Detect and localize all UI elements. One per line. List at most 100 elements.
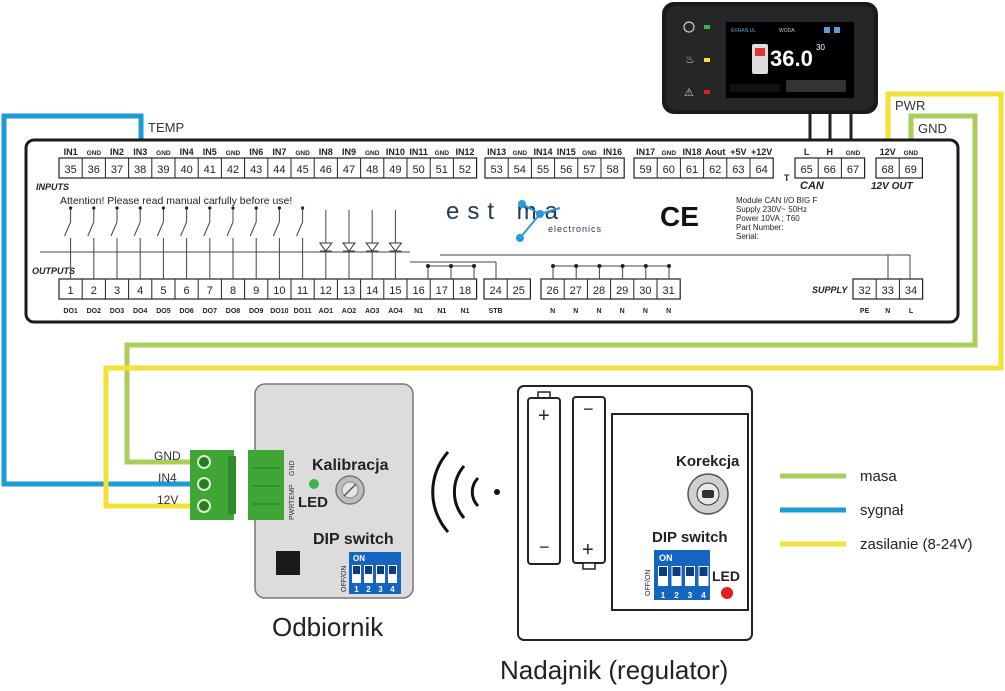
terminal-number[interactable]: 17 [436, 285, 448, 297]
terminal-number[interactable]: 57 [583, 164, 595, 176]
terminal-number[interactable]: 6 [184, 285, 190, 297]
terminal-name: IN13 [487, 147, 506, 157]
terminal-number[interactable]: 10 [273, 285, 285, 297]
terminal-number[interactable]: 30 [639, 285, 651, 297]
terminal-number[interactable]: 31 [662, 285, 674, 297]
receiver-input-terminal[interactable] [190, 450, 234, 520]
terminal-number[interactable]: 16 [412, 285, 424, 297]
terminal-number[interactable]: 2 [91, 285, 97, 297]
terminal-number[interactable]: 62 [709, 164, 721, 176]
terminal-number[interactable]: 5 [160, 285, 166, 297]
terminal-number[interactable]: 66 [824, 164, 836, 176]
terminal-number[interactable]: 25 [513, 285, 525, 297]
receiver-connector[interactable] [248, 450, 284, 520]
terminal-number[interactable]: 38 [134, 164, 146, 176]
terminal-number[interactable]: 49 [389, 164, 401, 176]
terminal-name: IN2 [110, 147, 124, 157]
terminal-number[interactable]: 1 [68, 285, 74, 297]
terminal-number[interactable]: 46 [320, 164, 332, 176]
terminal-name: N1 [461, 308, 470, 315]
terminal-name: N1 [414, 308, 423, 315]
ce-mark: CE [660, 201, 699, 232]
terminal-number[interactable]: 18 [459, 285, 471, 297]
receiver-led-label: LED [298, 494, 328, 511]
terminal-number[interactable]: 26 [546, 285, 558, 297]
terminal-number[interactable]: 8 [230, 285, 236, 297]
terminal-number[interactable]: 55 [537, 164, 549, 176]
terminal-number[interactable]: 36 [88, 164, 100, 176]
terminal-number[interactable]: 53 [490, 164, 502, 176]
terminal-number[interactable]: 37 [111, 164, 123, 176]
battery-1-minus: − [539, 537, 550, 557]
terminal-name: IN3 [133, 147, 147, 157]
terminal-number[interactable]: 9 [253, 285, 259, 297]
terminal-number[interactable]: 15 [389, 285, 401, 297]
terminal-number[interactable]: 7 [207, 285, 213, 297]
terminal-number[interactable]: 4 [137, 285, 143, 297]
control-panel-display: ♨ ⚠ EKRAN UL WODA 36.0 30 [662, 2, 878, 140]
terminal-number[interactable]: 63 [732, 164, 744, 176]
terminal-number[interactable]: 29 [616, 285, 628, 297]
terminal-name: AO2 [342, 308, 357, 315]
dip-key-number: 1 [354, 585, 359, 594]
terminal-number[interactable]: 60 [663, 164, 675, 176]
terminal-name: N1 [437, 308, 446, 315]
terminal-number[interactable]: 27 [570, 285, 582, 297]
terminal-number[interactable]: 3 [114, 285, 120, 297]
terminal-number[interactable]: 33 [882, 285, 894, 297]
terminal-label-12v: 12V [157, 493, 178, 507]
terminal-number[interactable]: 56 [560, 164, 572, 176]
receiver-button[interactable] [276, 551, 300, 575]
dip-key-number: 3 [688, 591, 693, 600]
terminal-number[interactable]: 45 [296, 164, 308, 176]
outputs-title: OUTPUTS [32, 266, 75, 276]
terminal-name: IN18 [682, 147, 701, 157]
terminal-name: L [909, 308, 914, 315]
terminal-number[interactable]: 28 [593, 285, 605, 297]
dip-key-number: 3 [378, 585, 383, 594]
terminal-number[interactable]: 24 [489, 285, 501, 297]
terminal-number[interactable]: 68 [881, 164, 893, 176]
terminal-number[interactable]: 40 [180, 164, 192, 176]
terminal-number[interactable]: 44 [273, 164, 285, 176]
terminal-name: DO1 [63, 308, 78, 315]
terminal-number[interactable]: 35 [64, 164, 76, 176]
terminal-number[interactable]: 32 [858, 285, 870, 297]
terminal-number[interactable]: 43 [250, 164, 262, 176]
terminal-number[interactable]: 52 [459, 164, 471, 176]
screen-tab-left[interactable]: EKRAN UL [731, 28, 756, 34]
terminal-number[interactable]: 54 [514, 164, 526, 176]
terminal-number[interactable]: 11 [297, 285, 308, 297]
terminal-number[interactable]: 14 [366, 285, 378, 297]
alarm-icon[interactable]: ⚠ [684, 87, 694, 99]
terminal-number[interactable]: 58 [606, 164, 618, 176]
terminal-number[interactable]: 42 [227, 164, 239, 176]
terminal-name: GND [365, 150, 380, 157]
terminal-number[interactable]: 69 [905, 164, 917, 176]
out12v-label: 12V OUT [871, 181, 914, 192]
terminal-number[interactable]: 13 [343, 285, 355, 297]
terminal-name: DO11 [294, 308, 312, 315]
terminal-number[interactable]: 50 [412, 164, 424, 176]
terminal-number[interactable]: 34 [905, 285, 917, 297]
terminal-number[interactable]: 39 [157, 164, 169, 176]
terminal-number[interactable]: 41 [204, 164, 216, 176]
terminal-number[interactable]: 61 [686, 164, 698, 176]
screen-tab-mid[interactable]: WODA [779, 28, 795, 34]
terminal-number[interactable]: 59 [639, 164, 651, 176]
terminal-number[interactable]: 12 [320, 285, 332, 297]
terminal-number[interactable]: 47 [343, 164, 355, 176]
terminal-name: IN12 [455, 147, 474, 157]
flame-icon[interactable]: ♨ [685, 54, 695, 66]
power-icon[interactable] [683, 21, 695, 33]
bottom-terminal-strip: 1DO12DO23DO34DO45DO56DO67DO78DO89DO910DO… [58, 278, 924, 315]
terminal-number[interactable]: 67 [847, 164, 859, 176]
terminal-number[interactable]: 64 [755, 164, 767, 176]
terminal-number[interactable]: 65 [800, 164, 812, 176]
legend-label: masa [860, 468, 897, 485]
terminal-number[interactable]: 48 [366, 164, 378, 176]
transmitter-led-label: LED [712, 568, 740, 584]
terminal-number[interactable]: 51 [436, 164, 448, 176]
